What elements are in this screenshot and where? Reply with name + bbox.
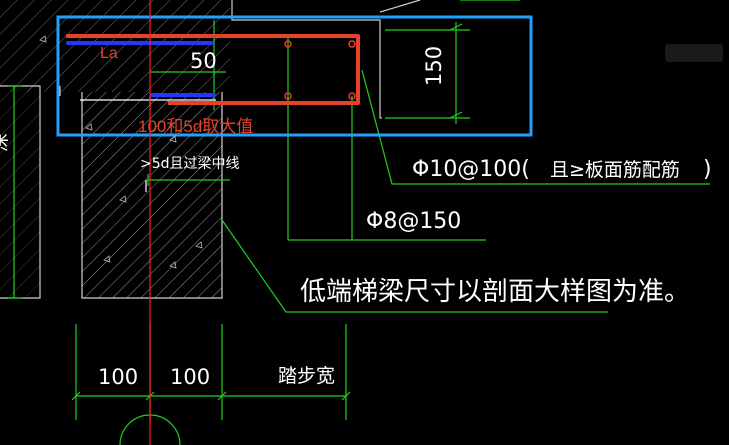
left-edge-text: 深 [0, 133, 11, 152]
faint-corner-tag [665, 44, 723, 62]
rebar-dots [284, 40, 356, 100]
dim-100-left: 100 [98, 365, 138, 389]
rule-100-5d-annotation: 100和5d取大值 [138, 117, 253, 136]
rebar-top-close: ) [703, 157, 712, 182]
highlight-box [56, 15, 533, 137]
beam-size-note: 低端梯梁尺寸以剖面大样图为准。 [300, 277, 690, 307]
beam-section-hatch [81, 92, 223, 299]
rebar-top-note: 且≥板面筋配筋 [550, 159, 680, 181]
dim-50-label: 50 [190, 49, 217, 73]
tread-width-label: 踏步宽 [278, 365, 335, 387]
rebar-bottom-label: Φ8@150 [366, 209, 461, 234]
dim-100-right: 100 [170, 365, 210, 389]
dim-150-label: 150 [422, 46, 446, 86]
dimension-lines [8, 0, 710, 445]
anchorage-markers [66, 41, 216, 97]
rebar-top-label: Φ10@100( [412, 157, 530, 182]
top-rebar-hook [66, 34, 360, 105]
concrete-marks [39, 35, 203, 269]
slab-hatch-top-left [0, 0, 230, 296]
past-center-label: >5d且过梁中线 [140, 156, 240, 172]
la-annotation: La [100, 45, 118, 62]
